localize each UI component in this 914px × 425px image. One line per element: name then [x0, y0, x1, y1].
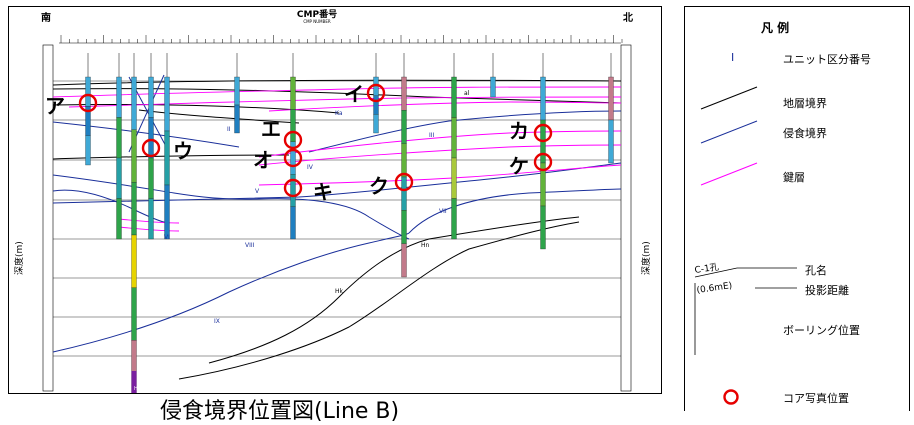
legend-keybed-label: 鍵層	[783, 171, 805, 184]
depth-gridlines	[53, 80, 621, 357]
legend-hole-sample-name: C-1孔	[694, 262, 720, 276]
figure-caption: 侵食境界位置図(Line B)	[160, 399, 400, 424]
marker-letter-ki: キ	[313, 180, 333, 204]
legend-photo-label: コア写真位置	[783, 392, 849, 405]
marker-letter-e: エ	[261, 117, 281, 141]
unit-label: VI	[164, 234, 170, 241]
geologic-cross-section: 南 北 CMP番号 CMP NUMBER 深度(m) 深度(m)	[8, 6, 662, 394]
legend-unit-label: ユニット区分番号	[783, 53, 871, 66]
depth-axis-left-bar	[42, 44, 54, 392]
marker-letter-u: ウ	[173, 139, 193, 163]
marker-letter-ku: ク	[369, 174, 389, 198]
unit-label: II	[227, 126, 231, 133]
legend-unit-symbol: I	[731, 51, 735, 64]
unit-label: Hk	[335, 288, 344, 295]
cmp-number-subtitle: CMP NUMBER	[303, 19, 331, 24]
section-svg: 南 北 CMP番号 CMP NUMBER 深度(m) 深度(m)	[13, 8, 652, 393]
formation-boundaries	[52, 79, 622, 380]
core-photo-marker-ka	[533, 123, 553, 143]
marker-letter-a: ア	[45, 94, 65, 118]
legend-title: 凡 例	[761, 21, 790, 35]
unit-label: VII	[439, 208, 447, 215]
unit-label: V	[255, 188, 260, 195]
south-label: 南	[41, 11, 51, 24]
core-photo-markers	[78, 83, 553, 198]
legend-erosion-line	[700, 120, 758, 144]
depth-axis-right-label: 深度(m)	[640, 241, 652, 275]
marker-letter-ka: カ	[509, 119, 529, 143]
north-label: 北	[623, 11, 633, 24]
depth-axis-right-bar	[620, 44, 632, 392]
depth-axis-left-label: 深度(m)	[13, 241, 25, 275]
unit-label: III	[429, 132, 435, 139]
unit-label: IV	[307, 164, 314, 171]
core-photo-marker-ke	[533, 152, 553, 172]
unit-label: Ka	[335, 110, 343, 117]
unit-label: al	[464, 90, 470, 97]
core-photo-marker-i	[366, 83, 386, 103]
legend-hole-sample-distance: (0.6mE)	[696, 281, 733, 296]
marker-letter-i: イ	[344, 82, 364, 106]
legend-keybed-line	[700, 162, 758, 186]
core-photo-marker-a	[78, 93, 98, 113]
core-photo-marker-ki	[283, 178, 303, 198]
legend-hole-diagram: C-1孔 (0.6mE)	[694, 262, 797, 355]
legend-formation-line	[700, 86, 758, 110]
unit-label: IX	[214, 318, 220, 325]
legend-formation-label: 地層境界	[783, 97, 827, 110]
core-photo-marker-u	[141, 138, 161, 158]
legend-photo-icon	[723, 389, 739, 405]
bottom-code: Hp	[134, 386, 141, 392]
legend-erosion-label: 侵食境界	[783, 127, 827, 140]
unit-label: Hn	[421, 242, 430, 249]
marker-letter-o: オ	[253, 148, 273, 172]
legend-panel: 凡 例 I ユニット区分番号 地層境界 侵食境界 鍵層 C-1孔 (0.6mE)…	[684, 6, 910, 411]
boring-columns	[85, 53, 614, 393]
core-photo-marker-o	[283, 148, 303, 168]
legend-boring-label: ボーリング位置	[783, 324, 860, 337]
unit-label: VIII	[245, 242, 255, 249]
core-photo-marker-e	[283, 130, 303, 150]
cmp-tick-row	[60, 35, 623, 43]
legend-projection-label: 投影距離	[805, 284, 849, 297]
core-photo-marker-ku	[394, 172, 414, 192]
legend-hole-name-label: 孔名	[805, 264, 827, 277]
core-photo-letters: ア イ ウ エ オ カ キ ク ケ	[45, 82, 529, 204]
marker-letter-ke: ケ	[509, 154, 529, 178]
cmp-number-title: CMP番号	[297, 8, 337, 20]
unit-labels: al Ka II III IV V VI VII VIII IX Hn Hk	[164, 90, 470, 325]
